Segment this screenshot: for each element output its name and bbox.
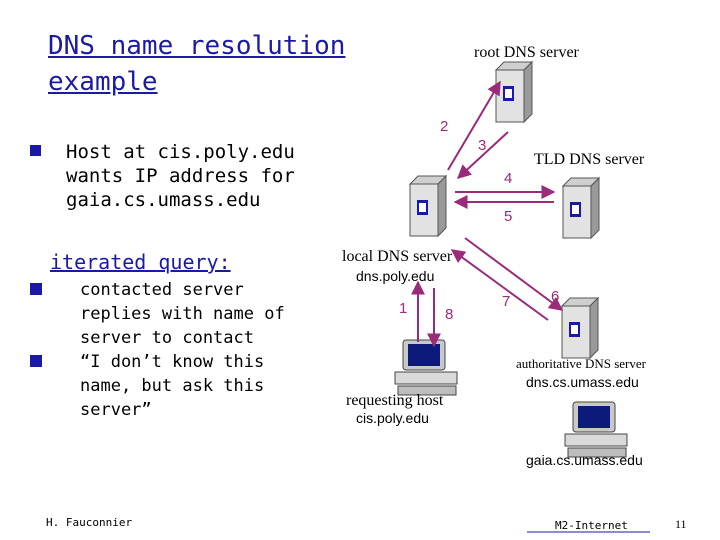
local-server-hostname: dns.poly.edu [356,268,435,284]
main-bullet-text: Host at cis.poly.edu wants IP address fo… [66,141,295,211]
root-server-label: root DNS server [474,44,579,61]
sub-bullet-2: “I don’t know this name, but ask this se… [30,350,300,422]
step-label-1: 1 [399,300,408,317]
sub-bullet-text: “I don’t know this name, but ask this se… [80,352,265,420]
step-label-7: 7 [502,293,511,310]
arrow-2 [447,80,501,171]
requesting-host-label: requesting host [346,392,444,409]
footer-author: H. Fauconnier [46,516,133,529]
iterated-query-heading: iterated query: [50,250,231,274]
tld-server-label: TLD DNS server [534,151,645,168]
bullet-square-icon [30,145,41,156]
local-server-label: local DNS server [342,248,453,265]
step-label-6: 6 [551,288,560,305]
requesting-host-computer-icon [394,339,458,396]
bullet-icon [30,355,42,367]
step-label-3: 3 [478,137,487,154]
main-bullet: Host at cis.poly.edu wants IP address fo… [30,140,330,212]
authoritative-server-hostname: dns.cs.umass.edu [526,374,639,390]
arrow-3 [456,131,509,179]
sub-bullet-1: contacted server replies with name of se… [30,278,300,350]
sub-bullet-text: contacted server replies with name of se… [80,280,285,348]
footer-course: M2-Internet [555,519,628,532]
page-number: 11 [675,517,687,531]
arrow-7 [450,249,549,321]
slide-title: DNS name resolution example [48,31,346,97]
tld-server-icon [562,177,600,239]
step-label-5: 5 [504,208,513,225]
gaia-host-computer-icon [564,401,628,458]
step-label-4: 4 [504,170,513,187]
root-server-icon [495,61,533,123]
step-label-8: 8 [445,306,454,323]
authoritative-server-label: authoritative DNS server [516,356,646,371]
arrow-6 [464,237,564,311]
local-server-icon [409,175,447,237]
step-label-2: 2 [440,118,449,135]
bullet-icon [30,283,42,295]
gaia-hostname: gaia.cs.umass.edu [526,452,643,468]
authoritative-server-icon [561,297,599,359]
requesting-host-hostname: cis.poly.edu [356,410,429,426]
